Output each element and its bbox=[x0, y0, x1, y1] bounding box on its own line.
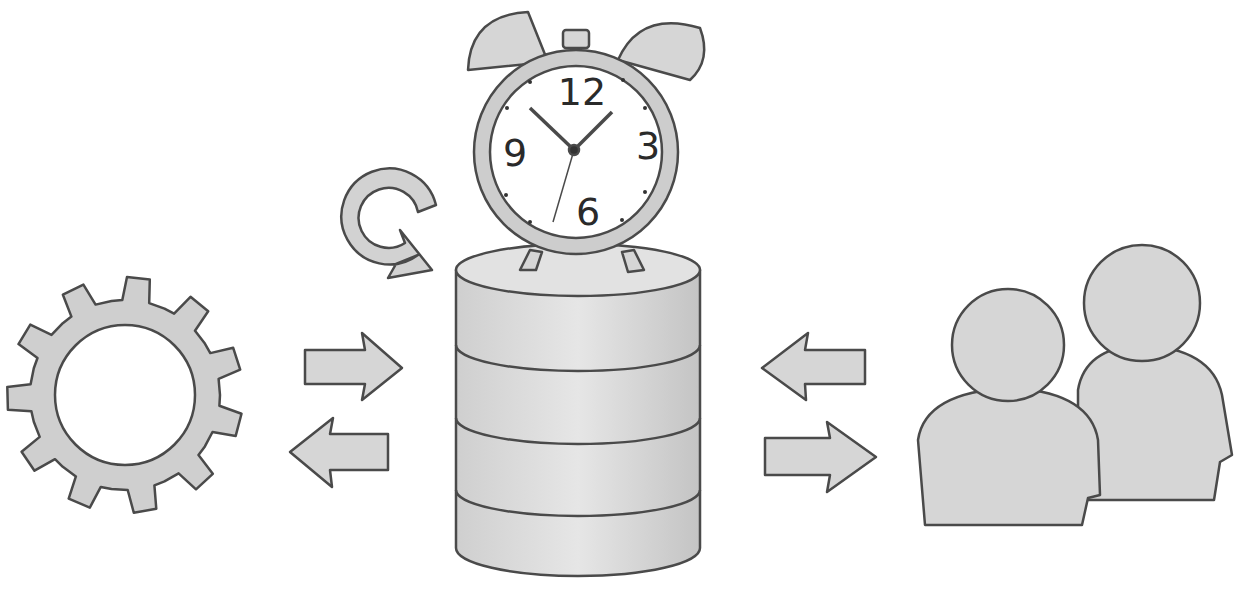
database-cylinder bbox=[456, 244, 700, 576]
clock-digit: 3 bbox=[636, 127, 660, 165]
clock-digit: 9 bbox=[503, 134, 527, 172]
users-icon bbox=[918, 245, 1232, 525]
refresh-arrow bbox=[341, 168, 436, 278]
gear-symbol bbox=[7, 277, 241, 513]
clock-digit: 12 bbox=[558, 73, 606, 111]
arrow-left bbox=[762, 333, 865, 400]
clock-digit: 6 bbox=[576, 193, 600, 231]
alarm-clock bbox=[468, 12, 704, 272]
arrow-right bbox=[305, 333, 402, 400]
arrow-left bbox=[290, 418, 388, 487]
arrow-right bbox=[765, 422, 876, 492]
